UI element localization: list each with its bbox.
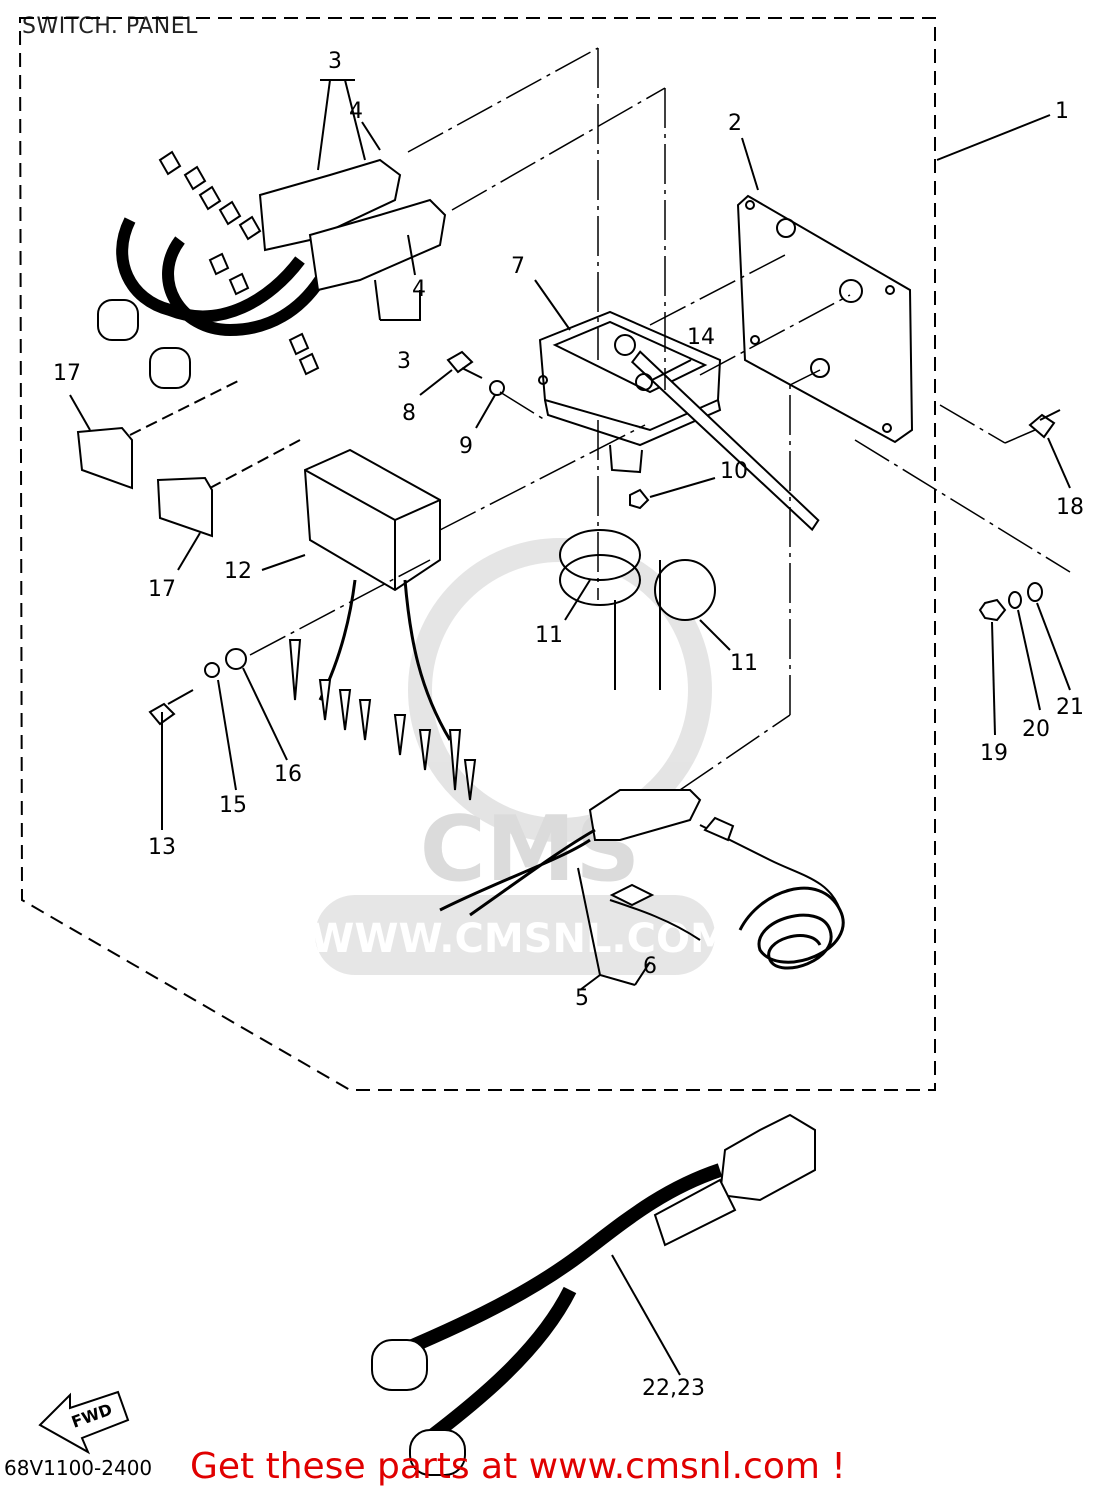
callout-5: 5 [575,986,589,1011]
bolt-18 [1028,409,1061,439]
callout-3-upper: 3 [328,49,342,74]
bolt-13 [148,689,194,726]
watermark: CMS WWW.CMSNL.COM [310,538,730,975]
callout-10: 10 [720,459,748,484]
callout-15: 15 [219,793,247,818]
assembly-boundary [18,17,936,1091]
watermark-site: WWW.CMSNL.COM [310,916,730,962]
extension-harness [377,1163,723,1367]
callout-labels: 1 2 3 4 4 3 5 6 7 8 9 10 11 11 12 13 14 … [53,49,1084,1401]
callout-4-upper: 4 [349,99,363,124]
callout-3-lower: 3 [397,349,411,374]
callout-19: 19 [980,741,1008,766]
cable-tie [630,350,820,532]
nut-19 [978,598,1007,622]
fwd-arrow: FWD [38,1390,130,1455]
bolt-8 [446,350,483,379]
washer-20 [1008,591,1022,609]
washer-21 [1027,582,1043,602]
callout-14: 14 [687,325,715,350]
relay-unit [303,448,441,592]
buzzer-right [654,559,716,621]
promo-link[interactable]: Get these parts at www.cmsnl.com ! [190,1446,846,1487]
harness-connector [718,1113,816,1202]
callout-17-upper: 17 [53,361,81,386]
washer-15 [204,662,220,678]
callout-4-lower: 4 [412,277,426,302]
lanyard-coil [738,886,845,970]
callout-18: 18 [1056,495,1084,520]
cap-17-lower [156,476,213,538]
callout-2: 2 [728,111,742,136]
lanyard-switch [588,789,702,841]
callout-11-left: 11 [535,623,563,648]
cap-17-upper [76,426,133,490]
diagram-code: 68V1100-2400 [4,1456,153,1480]
callout-11-right: 11 [730,651,758,676]
switch-panel-plate [736,194,914,444]
wiring-harness [116,217,305,323]
callout-8: 8 [402,401,416,426]
callout-9: 9 [459,434,473,459]
callout-20: 20 [1022,717,1050,742]
bolt-14 [635,373,653,391]
callout-13: 13 [148,835,176,860]
callout-17-lower: 17 [148,577,176,602]
callout-7: 7 [511,254,525,279]
callout-21: 21 [1056,695,1084,720]
callout-16: 16 [274,762,302,787]
callout-6: 6 [643,954,657,979]
washer-16 [225,648,247,670]
callout-22-23: 22,23 [642,1376,705,1401]
callout-12: 12 [224,559,252,584]
callout-1: 1 [1055,99,1069,124]
washer-9 [489,380,505,396]
